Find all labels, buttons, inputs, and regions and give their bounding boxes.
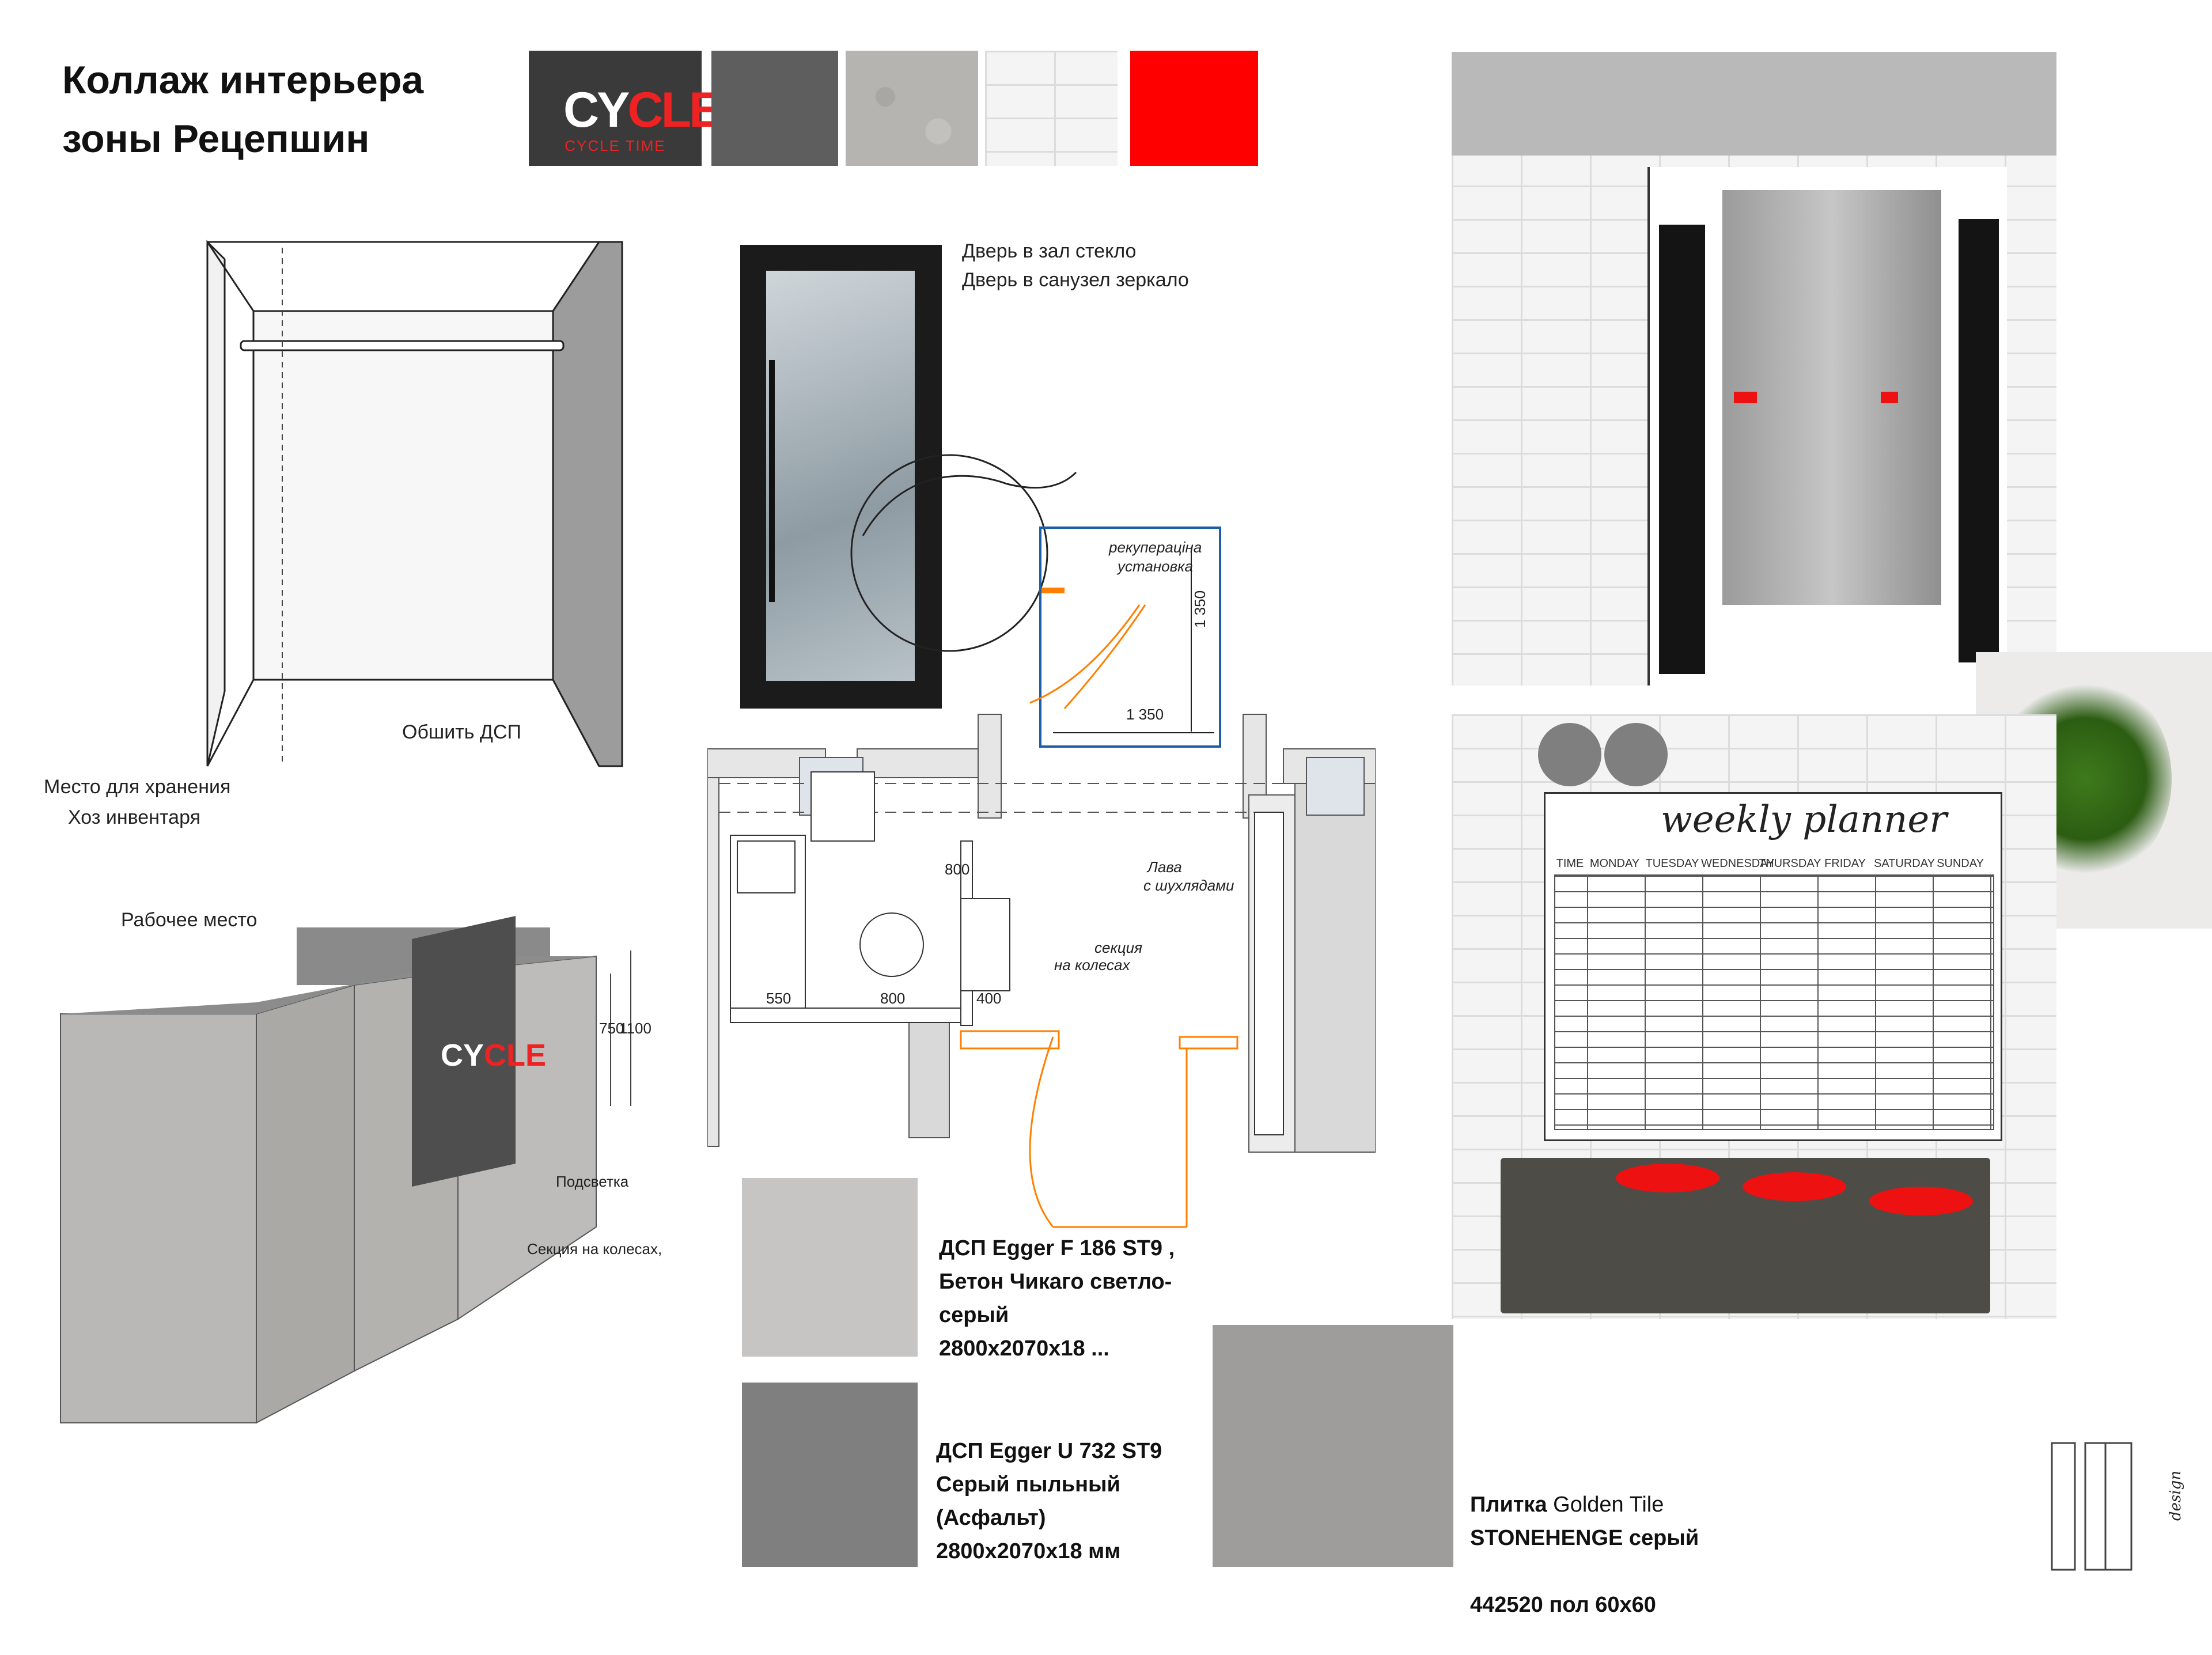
material-tile-bold: Плитка [1470, 1493, 1547, 1517]
logo-letters: CYCLE [563, 82, 722, 139]
planner-grid [1554, 874, 1994, 1130]
plan-dim-800-top: 800 [945, 861, 970, 878]
plan-dim-400: 400 [976, 990, 1002, 1007]
storage-niche-sketch [206, 240, 623, 767]
planner-col-wednesday: WEDNESDAY [1701, 857, 1775, 870]
round-panel-right [1604, 723, 1668, 786]
label-backlight: Подсветка [556, 1173, 629, 1190]
material-egger-u732-swatch [742, 1383, 918, 1567]
plan-dim-550: 550 [766, 990, 791, 1007]
plan-label-section-line2: на колесах [1054, 956, 1130, 974]
door-caption-line2: Дверь в санузел зеркало [962, 269, 1189, 291]
plan-dim-1350-horizontal: 1 350 [1126, 706, 1164, 723]
label-workplace: Рабочее место [121, 909, 257, 931]
planner-columns: TIME MONDAY TUESDAY WEDNESDAY THURSDAY F… [1554, 857, 1992, 873]
bench-with-cushions [1501, 1158, 1990, 1313]
door-image [740, 245, 942, 709]
label-wheel-section: Секция на колесах, [527, 1240, 662, 1258]
plan-label-bench-line1: Лава [1147, 858, 1182, 876]
planner-col-saturday: SATURDAY [1874, 857, 1935, 870]
material-tile-name: Golden Tile [1547, 1493, 1664, 1517]
studio-logo-word: design [2167, 1470, 2184, 1521]
label-cladding: Обшить ДСП [402, 721, 521, 743]
round-panel-left [1538, 723, 1601, 786]
title-line-1: Коллаж интерьера [62, 58, 424, 102]
label-storage-line2: Хоз инвентаря [68, 806, 201, 828]
weekly-planner-board: weekly planner TIME MONDAY TUESDAY WEDNE… [1544, 792, 2002, 1141]
label-storage-line1: Место для хранения [44, 776, 231, 798]
planner-col-friday: FRIDAY [1824, 857, 1866, 870]
plan-label-section-line1: секция [1094, 939, 1142, 956]
plan-label-bench-line2: с шухлядами [1143, 877, 1234, 894]
swatch-concrete [846, 51, 978, 166]
material-tile-text: Плитка Golden Tile STONEHENGE серый 4425… [1470, 1455, 1699, 1655]
planner-title: weekly planner [1661, 798, 1947, 841]
material-tile-swatch [1213, 1325, 1453, 1567]
title-line-2: зоны Рецепшин [62, 117, 370, 161]
door-caption-line1: Дверь в зал стекло [962, 240, 1137, 262]
floor-plan-drawn [707, 471, 1376, 1228]
planner-col-tuesday: TUESDAY [1645, 857, 1699, 870]
logo-tile: CYCLE CYCLE TIME [529, 51, 722, 166]
reception-desk-render: CYCLE [60, 916, 631, 1424]
material-tile-line2: STONEHENGE серый [1470, 1526, 1699, 1550]
plan-dim-1350-vertical: 1 350 [1191, 590, 1209, 628]
dim-750: 750 [599, 1020, 624, 1037]
logo-letters-right: CLE [627, 82, 722, 138]
floor-plan [850, 454, 1065, 652]
page-title: Коллаж интерьера зоны Рецепшин [62, 51, 423, 168]
planner-wall-render: weekly planner TIME MONDAY TUESDAY WEDNE… [1452, 714, 2056, 1319]
plan-label-recup-line1: рекуперацiна [1109, 539, 1202, 556]
dim-1100: 1100 [619, 1020, 652, 1037]
material-tile-line3: 442520 пол 60х60 [1470, 1593, 1656, 1617]
planner-col-sunday: SUNDAY [1937, 857, 1984, 870]
planner-col-thursday: THURSDAY [1759, 857, 1821, 870]
material-egger-u732-text: ДСП Egger U 732 ST9 Серый пыльный (Асфал… [936, 1439, 1162, 1563]
svg-text:CYCLE: CYCLE [441, 1038, 546, 1073]
plan-dim-800-bottom: 800 [880, 990, 906, 1007]
plan-label-recup-line2: установка [1118, 558, 1193, 575]
logo-subtitle: CYCLE TIME [565, 137, 666, 154]
material-egger-f186-swatch [742, 1178, 918, 1357]
swatch-white-brick [985, 51, 1118, 166]
corridor-render [1452, 52, 2056, 686]
material-egger-f186-text: ДСП Egger F 186 ST9 , Бетон Чикаго светл… [939, 1236, 1175, 1361]
swatch-red [1130, 51, 1258, 166]
planner-col-time: TIME [1556, 857, 1584, 870]
planner-col-monday: MONDAY [1589, 857, 1640, 870]
studio-logo-mark [2051, 1442, 2133, 1571]
swatch-dark-grey [711, 51, 838, 166]
logo-letters-left: CY [563, 82, 630, 138]
